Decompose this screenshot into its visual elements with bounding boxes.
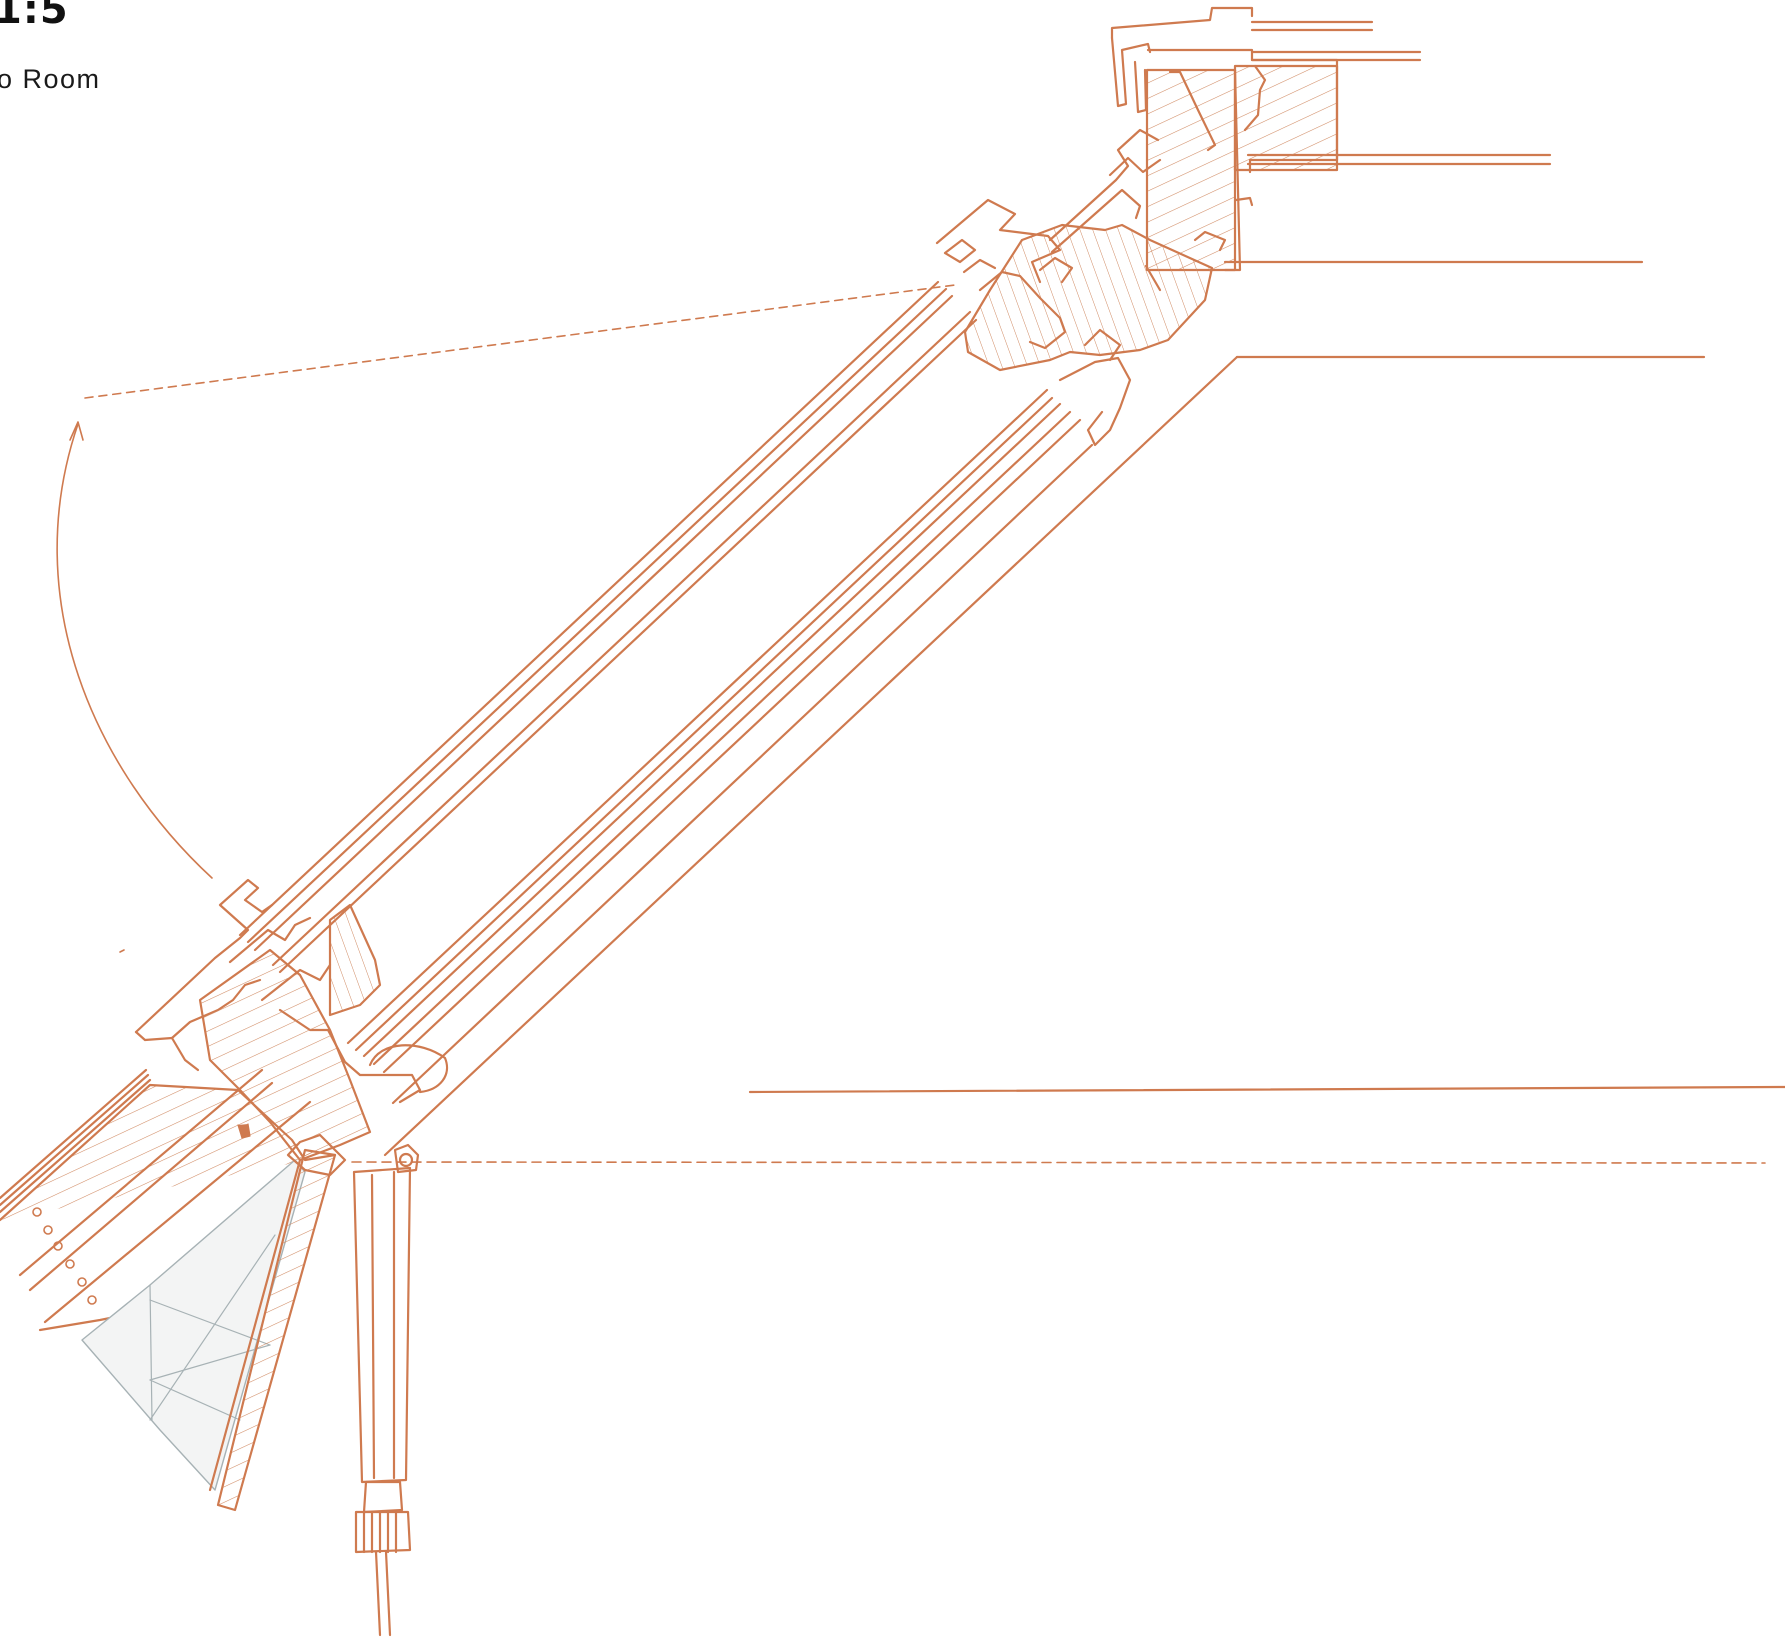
reference-dashed-line: [351, 1161, 1766, 1164]
actuator-rod: [352, 1143, 420, 1637]
lower-sash-profile: [134, 878, 448, 1162]
scale-label: 1:5: [0, 0, 69, 33]
top-sash-profile: [935, 128, 1162, 284]
opening-arc: [56, 423, 213, 879]
head-frame: [1110, 6, 1339, 292]
sill-trim: [286, 1133, 347, 1177]
interior-lining-diagonal-2: [391, 443, 1094, 1105]
interior-lining-diagonal: [383, 355, 1239, 1157]
fastener: [237, 1123, 251, 1139]
room-label: o Room: [0, 64, 101, 94]
lining-board: [208, 1148, 337, 1512]
floor-line: [748, 1085, 1785, 1094]
glazing-unit: [238, 280, 1082, 1074]
nail-row: [32, 1207, 97, 1305]
open-sash-dashed-line: [84, 284, 956, 399]
roof-build-up: [0, 1068, 337, 1332]
opening-arrow-head: [69, 421, 84, 441]
tick-mark: [119, 949, 125, 953]
upper-sash-block: [963, 223, 1214, 447]
